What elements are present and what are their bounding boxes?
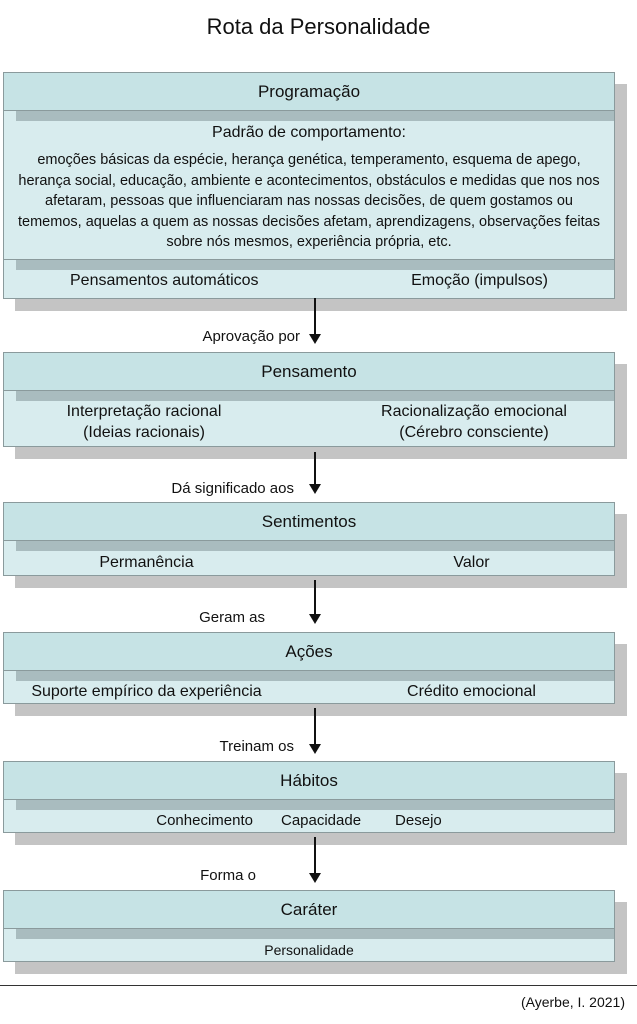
connector-label: Aprovação por: [202, 328, 300, 345]
block-header: Programação: [4, 73, 614, 111]
block-item: Pensamentos automáticos: [70, 271, 259, 289]
block-habitos: Hábitos Conhecimento Capacidade Desejo: [3, 761, 627, 845]
block-item: Emoção (impulsos): [411, 271, 548, 289]
block-item: Crédito emocional: [407, 683, 536, 700]
block-subtitle: Padrão de comportamento:: [212, 124, 406, 141]
arrow-down-icon: [309, 298, 321, 344]
block-carater: Caráter Personalidade: [3, 890, 627, 974]
block-sentimentos: Sentimentos Permanência Valor: [3, 502, 627, 588]
block-strip: [16, 671, 614, 681]
connector-label: Forma o: [200, 867, 256, 884]
block-acoes: Ações Suporte empírico da experiência Cré…: [3, 632, 627, 716]
block-header: Sentimentos: [4, 503, 614, 541]
connector-label: Dá significado aos: [171, 480, 294, 497]
block-strip: [16, 391, 614, 401]
block-header: Hábitos: [4, 762, 614, 800]
arrow-down-icon: [309, 837, 321, 883]
block-strip: [16, 800, 614, 810]
block-item: Valor: [453, 554, 490, 571]
block-header: Caráter: [4, 891, 614, 929]
connector-label: Treinam os: [219, 738, 294, 755]
arrow-down-icon: [309, 708, 321, 754]
diagram-title: Rota da Personalidade: [206, 14, 431, 39]
citation: (Ayerbe, I. 2021): [520, 994, 625, 1010]
block-item: Permanência: [99, 554, 194, 571]
block-item: Racionalização emocional (Cérebro consci…: [381, 403, 567, 441]
block-strip: [16, 111, 614, 121]
connector-label: Geram as: [199, 609, 265, 626]
block-strip: [16, 259, 614, 270]
arrow-down-icon: [309, 452, 321, 494]
block-pensamento: Pensamento Interpretação racional (Ideia…: [3, 352, 627, 459]
block-strip: [16, 929, 614, 939]
block-text: emoções básicas da espécie, herança gené…: [18, 152, 600, 250]
block-strip: [16, 541, 614, 551]
block-item: Interpretação racional (Ideias racionais…: [66, 403, 222, 441]
block-item: Desejo: [395, 812, 442, 829]
arrow-down-icon: [309, 580, 321, 624]
block-header: Ações: [4, 633, 614, 671]
block-item: Conhecimento: [156, 812, 253, 829]
block-item: Capacidade: [280, 812, 362, 829]
divider: [0, 985, 637, 986]
block-item: Suporte empírico da experiência: [31, 683, 262, 700]
block-programacao: Programação Padrão de comportamento: emo…: [3, 72, 627, 311]
block-item: Personalidade: [264, 942, 354, 958]
block-header: Pensamento: [4, 353, 614, 391]
